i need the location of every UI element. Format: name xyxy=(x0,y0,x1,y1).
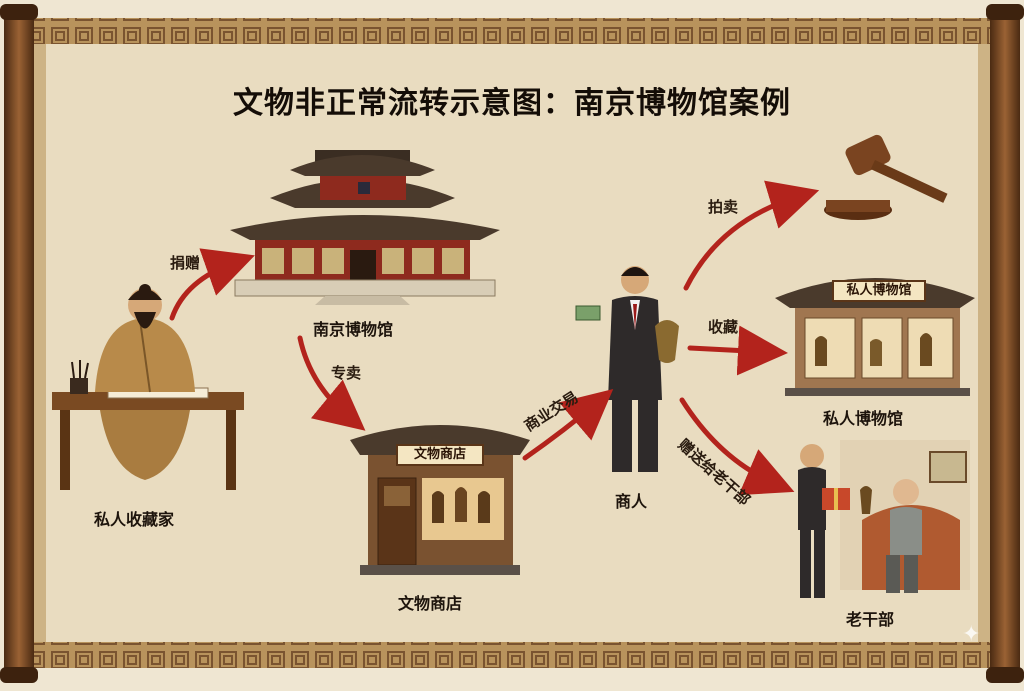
page-title: 文物非正常流转示意图：南京博物馆案例 xyxy=(0,78,1024,122)
node-label-collector: 私人收藏家 xyxy=(94,506,174,530)
node-label-museum: 南京博物馆 xyxy=(313,316,393,340)
shop-signboard: 文物商店 xyxy=(396,444,484,466)
edge-label-auction: 拍卖 xyxy=(708,196,738,217)
edge-label-sell-exclusive: 专卖 xyxy=(331,362,361,383)
node-label-shop: 文物商店 xyxy=(398,590,462,614)
sparkle-icon: ✦ xyxy=(962,624,984,646)
edge-label-collect: 收藏 xyxy=(708,316,738,337)
node-label-cadre: 老干部 xyxy=(846,606,894,630)
edge-label-donate: 捐赠 xyxy=(170,252,200,273)
node-label-private-museum: 私人博物馆 xyxy=(823,405,903,429)
node-label-merchant: 商人 xyxy=(615,488,647,512)
private-museum-signboard: 私人博物馆 xyxy=(832,280,926,302)
